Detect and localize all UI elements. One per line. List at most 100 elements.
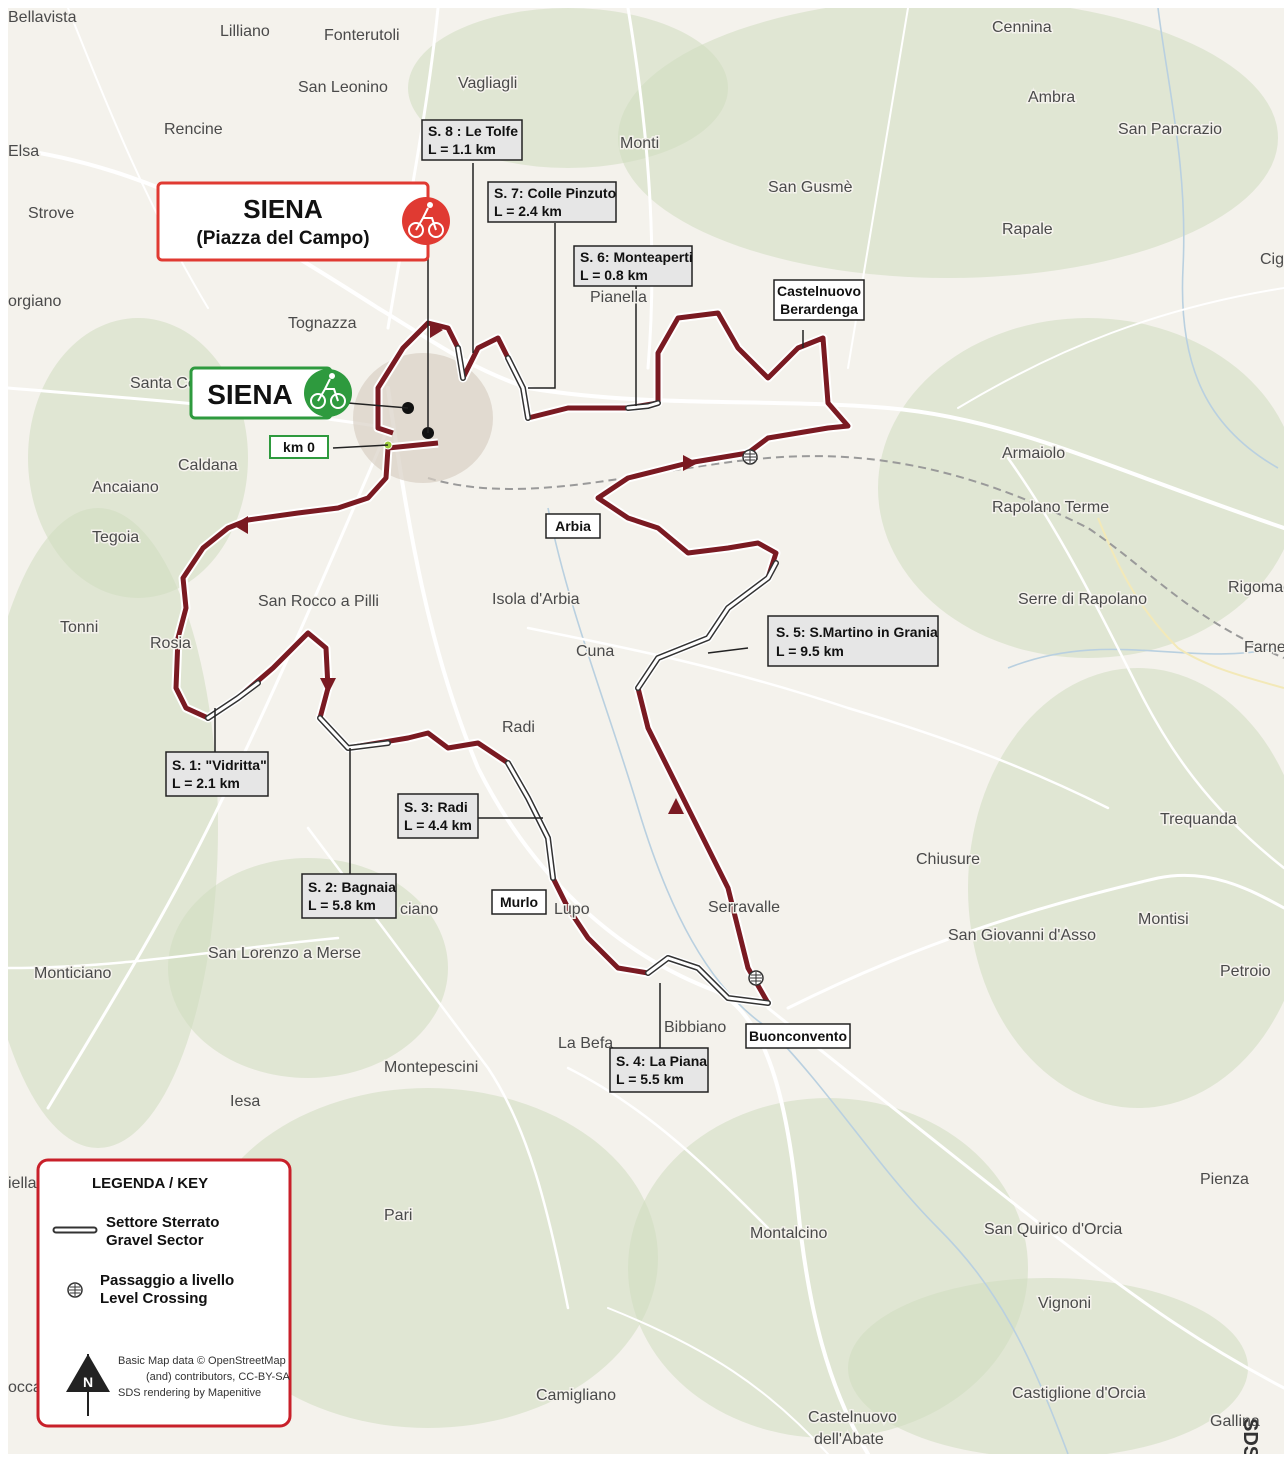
place-name: Tegoia xyxy=(92,529,139,546)
start-label: SIENA xyxy=(189,366,352,420)
place-name: Ancaiano xyxy=(92,479,159,496)
sector-name: S. 5: S.Martino in Grania xyxy=(776,624,938,640)
place-name: San Rocco a Pilli xyxy=(258,593,379,610)
north-label: N xyxy=(83,1374,93,1390)
place-name: ciano xyxy=(400,901,438,918)
sector-length: L = 4.4 km xyxy=(404,817,472,833)
level-crossing-icon xyxy=(742,449,758,465)
legend-label: Passaggio a livello xyxy=(100,1272,234,1289)
place-name: Bellavista xyxy=(8,9,77,26)
level-crossing-icon xyxy=(67,1282,83,1298)
town-name: Arbia xyxy=(555,518,591,534)
place-name: Rosia xyxy=(150,635,191,652)
finish-town: SIENA xyxy=(243,194,323,224)
place-name: Rigomag xyxy=(1228,579,1284,596)
place-name: Rapolano Terme xyxy=(992,499,1109,516)
place-name: Serre di Rapolano xyxy=(1018,591,1147,608)
legend-credit: Basic Map data © OpenStreetMap xyxy=(118,1355,286,1367)
sector-length: L = 2.1 km xyxy=(172,775,240,791)
town-name: Berardenga xyxy=(780,301,858,317)
place-name: Elsa xyxy=(8,143,39,160)
place-name: San Giovanni d'Asso xyxy=(948,927,1096,944)
place-name: Rencine xyxy=(164,121,223,138)
legend: LEGENDA / KEY Settore Sterrato Gravel Se… xyxy=(36,1158,292,1428)
sector-label-3: S. 3: Radi L = 4.4 km xyxy=(397,793,479,839)
legend-credit: (and) contributors, CC-BY-SA xyxy=(146,1371,291,1383)
sector-length: L = 9.5 km xyxy=(776,643,844,659)
place-name: San Pancrazio xyxy=(1118,121,1222,138)
direction-arrows xyxy=(233,322,698,814)
town-label-murlo: Murlo xyxy=(491,889,547,915)
sector-label-4: S. 4: La Piana L = 5.5 km xyxy=(609,1047,709,1093)
route-towns: Castelnuovo Berardenga Arbia Murlo Buonc… xyxy=(491,279,865,1049)
sector-name: S. 8 : Le Tolfe xyxy=(428,123,518,139)
place-name: San Lorenzo a Merse xyxy=(208,945,361,962)
place-name: Ambra xyxy=(1028,89,1075,106)
place-name: San Gusmè xyxy=(768,179,853,196)
place-name: Camigliano xyxy=(536,1387,616,1404)
place-name: Armaiolo xyxy=(1002,445,1065,462)
place-name: Iesa xyxy=(230,1093,260,1110)
place-name: Rapale xyxy=(1002,221,1053,238)
town-label-castelnuovo: Castelnuovo Berardenga xyxy=(773,279,865,321)
sector-label-5: S. 5: S.Martino in Grania L = 9.5 km xyxy=(767,615,939,667)
sector-length: L = 5.5 km xyxy=(616,1071,684,1087)
direction-arrow xyxy=(320,678,336,694)
sector-label-1: S. 1: "Vidritta" L = 2.1 km xyxy=(165,751,269,797)
sector-name: S. 4: La Piana xyxy=(616,1053,707,1069)
place-name: Vagliagli xyxy=(458,75,517,92)
place-name: Radi xyxy=(502,719,535,736)
place-name: Pianella xyxy=(590,289,647,306)
town-label-arbia: Arbia xyxy=(545,513,601,539)
place-name: Pienza xyxy=(1200,1171,1249,1188)
town-name: Buonconvento xyxy=(749,1028,847,1044)
sds-brand: SDS xyxy=(1239,1418,1261,1454)
place-name: Cig xyxy=(1260,251,1284,268)
place-name: Lilliano xyxy=(220,23,270,40)
place-name: Lupo xyxy=(554,901,590,918)
legend-title: LEGENDA / KEY xyxy=(92,1175,208,1192)
place-name: San Leonino xyxy=(298,79,388,96)
finish-label: SIENA (Piazza del Campo) xyxy=(156,181,450,262)
place-name: Tonni xyxy=(60,619,98,636)
north-arrow-icon: N xyxy=(66,1354,110,1416)
place-name: Pari xyxy=(384,1207,412,1224)
direction-arrow xyxy=(233,516,248,534)
sector-name: S. 2: Bagnaia xyxy=(308,879,396,895)
place-name: iella xyxy=(8,1175,37,1192)
km0-label: km 0 xyxy=(269,435,329,459)
place-name: occa xyxy=(8,1379,42,1396)
place-name: Farnet xyxy=(1244,639,1284,656)
town-name: Castelnuovo xyxy=(777,283,861,299)
place-name: Montepescini xyxy=(384,1059,478,1076)
place-name: Chiusure xyxy=(916,851,980,868)
km0-text: km 0 xyxy=(283,439,315,455)
sector-label-6: S. 6: Monteaperti L = 0.8 km xyxy=(573,245,693,287)
place-name: Bibbiano xyxy=(664,1019,726,1036)
place-name: Castiglione d'Orcia xyxy=(1012,1385,1146,1402)
sector-length: L = 0.8 km xyxy=(580,267,648,283)
sector-label-7: S. 7: Colle Pinzuto L = 2.4 km xyxy=(487,181,617,223)
place-name: Monticiano xyxy=(34,965,111,982)
place-name: orgiano xyxy=(8,293,61,310)
place-name: San Quirico d'Orcia xyxy=(984,1221,1122,1238)
place-name: Gallina xyxy=(1210,1413,1260,1430)
railway xyxy=(427,455,1284,659)
sector-name: S. 7: Colle Pinzuto xyxy=(494,185,616,201)
place-name: La Befa xyxy=(558,1035,613,1052)
sector-length: L = 1.1 km xyxy=(428,141,496,157)
route-map: Bellavista Lilliano Fonterutoli Cennina … xyxy=(8,8,1284,1454)
legend-credit: SDS rendering by Mapenitive xyxy=(118,1387,261,1399)
sector-leaders xyxy=(214,163,804,1068)
place-name: Montisi xyxy=(1138,911,1189,928)
start-cyclist-icon xyxy=(304,369,352,417)
direction-arrow xyxy=(683,455,698,471)
place-name: Petroio xyxy=(1220,963,1271,980)
sector-label-8: S. 8 : Le Tolfe L = 1.1 km xyxy=(421,119,523,161)
rivers xyxy=(547,8,1279,1454)
place-name: Castelnuovo xyxy=(808,1409,897,1426)
legend-label: Level Crossing xyxy=(100,1290,208,1307)
place-name: Trequanda xyxy=(1160,811,1237,828)
place-names: Bellavista Lilliano Fonterutoli Cennina … xyxy=(8,8,1284,1450)
direction-arrow xyxy=(668,798,684,814)
